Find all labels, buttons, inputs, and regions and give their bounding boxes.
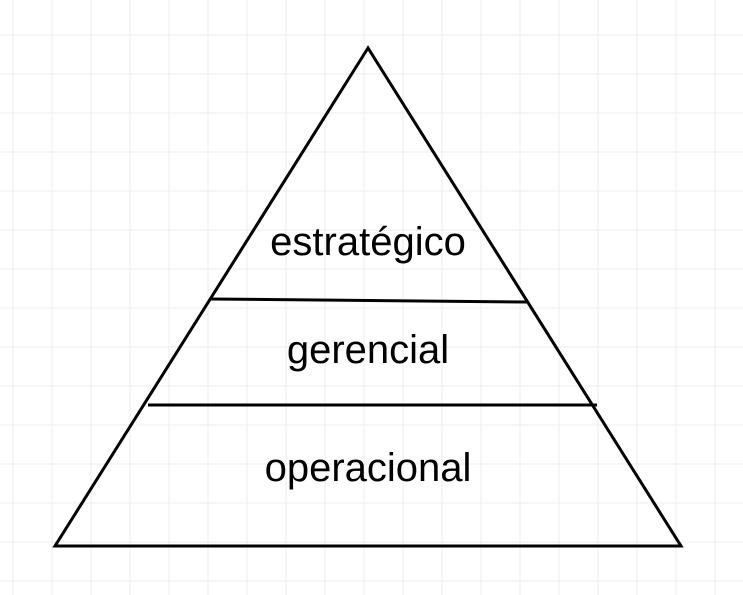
pyramid-outline[interactable]: [52, 45, 684, 548]
level-label-estrategico[interactable]: estratégico: [270, 220, 466, 264]
level-label-gerencial[interactable]: gerencial: [287, 328, 449, 372]
divider-top[interactable]: [209, 297, 528, 304]
level-label-operacional[interactable]: operacional: [265, 446, 472, 490]
